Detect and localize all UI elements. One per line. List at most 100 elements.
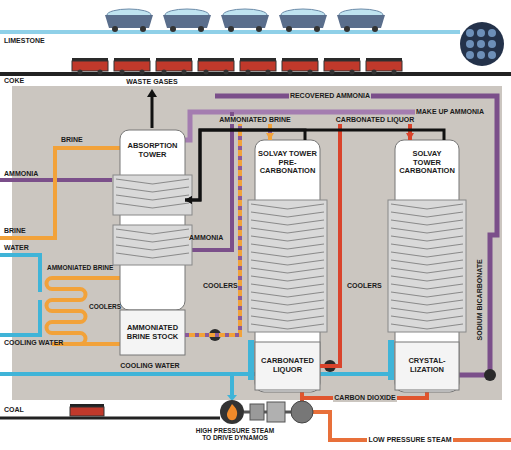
tower-base [255, 342, 320, 390]
coke-wagon [72, 61, 108, 71]
plant-label: COOLERS [346, 282, 383, 290]
drawing-part [477, 29, 485, 37]
drawing-part [391, 220, 463, 225]
tower-box: SOLVAY TOWERCARBONATION CRYSTAL- LIZATION [395, 140, 459, 392]
boiler [220, 400, 244, 424]
rail-lines [0, 22, 511, 74]
drawing-part [344, 26, 350, 32]
drawing-part [288, 70, 293, 75]
drawing-part [140, 70, 145, 75]
drawing-part [330, 70, 335, 75]
node-title: AMMONIATED BRINE STOCK [123, 324, 182, 341]
plant-label: AMMONIATED BRINE [46, 264, 114, 271]
drawing-part [391, 212, 463, 217]
arrow-head [266, 133, 274, 140]
drawing-part [224, 70, 229, 75]
pipe-connector [320, 120, 414, 366]
node-title: SOLVAY TOWER [398, 150, 456, 167]
drawing-part [266, 70, 271, 75]
drawing-part [372, 70, 377, 75]
drawing-part [256, 26, 262, 32]
plant-label: AMMONIA [188, 234, 224, 242]
pipe-line [185, 130, 444, 200]
drawing-part [477, 40, 485, 48]
node-title: CRYSTAL- LIZATION [398, 357, 456, 374]
wagons [70, 9, 402, 416]
plant-label: COOLERS [202, 282, 239, 290]
tower-box: SOLVAY TOWERPRE- CARBONATIONCARBONATED L… [255, 140, 320, 392]
drawing-part [251, 260, 324, 265]
pump [484, 369, 496, 381]
drawing-part [350, 70, 355, 75]
drawing-part [391, 276, 463, 281]
plant-label: LOW PRESSURE STEAM [367, 436, 452, 444]
cooling-water-pipe [0, 300, 40, 335]
drawing-part [251, 228, 324, 233]
plant-label: BRINE [60, 136, 84, 144]
drawing-part [391, 308, 463, 313]
drawing-part [251, 212, 324, 217]
drawing-part [251, 316, 324, 321]
drawing-part [116, 237, 189, 242]
drawing-part [116, 195, 189, 200]
drawing-part [120, 70, 125, 75]
plant-label: COKE [3, 77, 25, 85]
coke-wagon [156, 61, 192, 71]
limestone-wagon [221, 15, 269, 28]
pipes [0, 96, 511, 440]
drawing-part [308, 70, 313, 75]
waste-gas-pipe [151, 96, 154, 128]
coke-rail [0, 72, 511, 76]
plant-label: MAKE UP AMMONIA [415, 108, 485, 116]
plant-label: COOLING WATER [119, 362, 180, 370]
drawing-part [198, 26, 204, 32]
node-subtitle: CARBONATION [399, 167, 455, 176]
plant-label: COAL [3, 406, 25, 414]
drawing-part [466, 40, 474, 48]
drawing-part [170, 26, 176, 32]
cooling-water-pipe [230, 374, 234, 396]
coke-wagon [282, 61, 318, 71]
water-pipe [0, 255, 40, 292]
pipe-line [185, 120, 270, 335]
node-subtitle: PRE- CARBONATION [258, 159, 317, 176]
drawing-part [116, 187, 189, 192]
drawing-part [391, 268, 463, 273]
node-title: CARBONATED LIQUOR [258, 357, 317, 374]
make-up-ammonia-pipe [185, 112, 470, 140]
plant-label: COOLING WATER [3, 339, 64, 347]
plant-label: SODIUM BICARBONATE [476, 258, 484, 341]
cooling-water-pipe [0, 372, 391, 376]
drawing-part [251, 244, 324, 249]
drawing-part [286, 26, 292, 32]
plant-panel [12, 86, 502, 400]
drawing-part [488, 40, 496, 48]
drawing-part [251, 220, 324, 225]
drawing-part [246, 70, 251, 75]
drawing-part [251, 284, 324, 289]
arrow-head [147, 89, 157, 97]
cooler [388, 340, 394, 380]
plant-label: WATER [3, 244, 30, 252]
cooler-coil [47, 278, 121, 344]
drawing-part [391, 244, 463, 249]
tower-body [120, 130, 185, 310]
drawing-part [112, 26, 118, 32]
drawing-part [251, 252, 324, 257]
drawing-part [251, 236, 324, 241]
drawing-part [314, 26, 320, 32]
coke-wagon [324, 61, 360, 71]
drawing-part [391, 228, 463, 233]
drawing-part [391, 236, 463, 241]
drawing-part [391, 292, 463, 297]
drawing-part [477, 51, 485, 59]
tank-box: CARBONATED LIQUOR [255, 342, 320, 390]
drawing-part [228, 26, 234, 32]
drawing-part [251, 204, 324, 209]
brine-pipe [0, 148, 120, 238]
limestone-kiln [460, 22, 504, 66]
plant-label: CARBON DIOXIDE [333, 394, 396, 402]
tower-plates [113, 175, 192, 215]
drawing-part [251, 292, 324, 297]
